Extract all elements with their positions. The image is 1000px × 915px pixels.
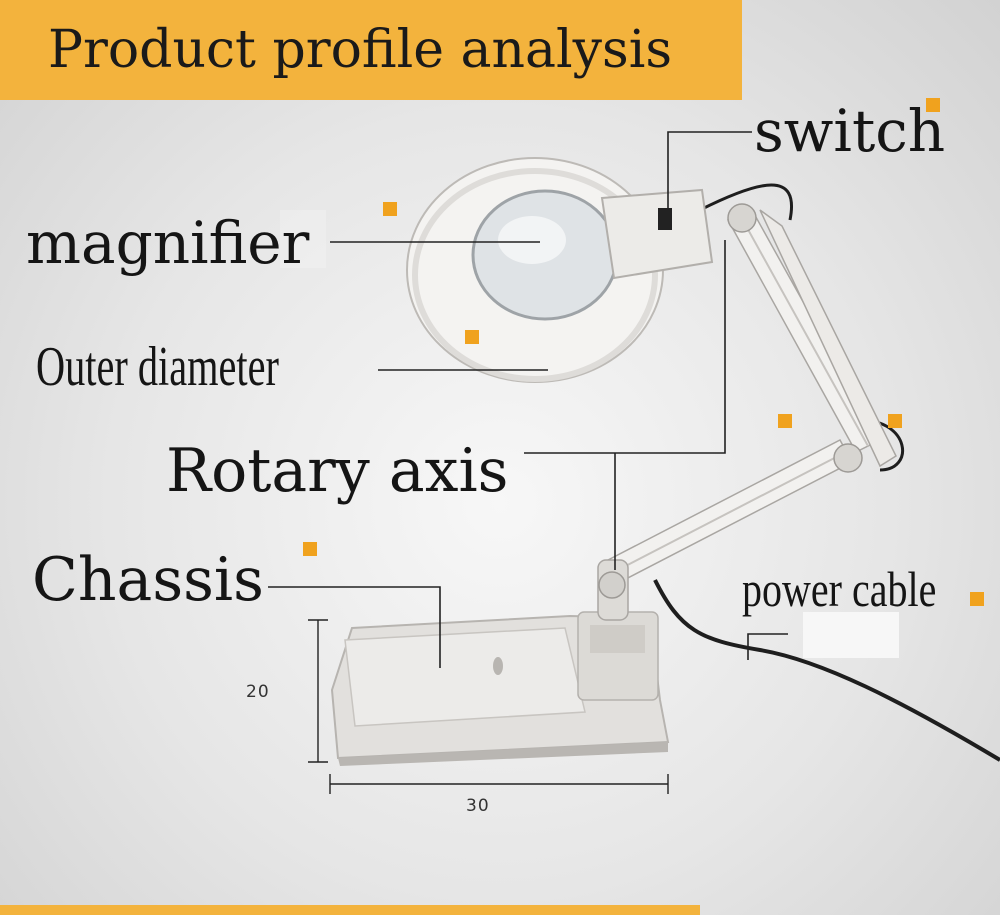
page-title: Product profile analysis: [48, 20, 673, 80]
label-outer-diameter: Outer diameter: [36, 336, 279, 398]
power-cable: [653, 579, 1000, 762]
switch-button: [658, 208, 672, 230]
leader-lines: [268, 131, 788, 668]
head-cable: [699, 183, 793, 221]
marker-dot: [888, 414, 902, 428]
magnifier-head: [406, 157, 714, 383]
dimension-lines: [308, 619, 669, 794]
bottom-accent-strip: [0, 905, 700, 915]
label-switch: switch: [754, 97, 946, 165]
label-chassis: Chassis: [32, 545, 264, 615]
label-patch: [803, 612, 899, 658]
marker-dot: [465, 330, 479, 344]
marker-dot: [970, 592, 984, 606]
chassis-base: [330, 611, 670, 766]
dimension-height: 20: [246, 682, 270, 702]
title-banner: Product profile analysis: [0, 0, 742, 100]
upper-arm: [726, 203, 897, 473]
marker-dot: [778, 414, 792, 428]
dimension-width: 30: [466, 796, 490, 816]
marker-dot: [303, 542, 317, 556]
label-rotary-axis: Rotary axis: [166, 436, 509, 506]
label-power-cable: power cable: [742, 561, 937, 617]
marker-dot: [383, 202, 397, 216]
label-magnifier: magnifier: [26, 209, 310, 277]
marker-dot: [926, 98, 940, 112]
label-patch: [280, 210, 326, 268]
lower-arm: [597, 438, 854, 621]
